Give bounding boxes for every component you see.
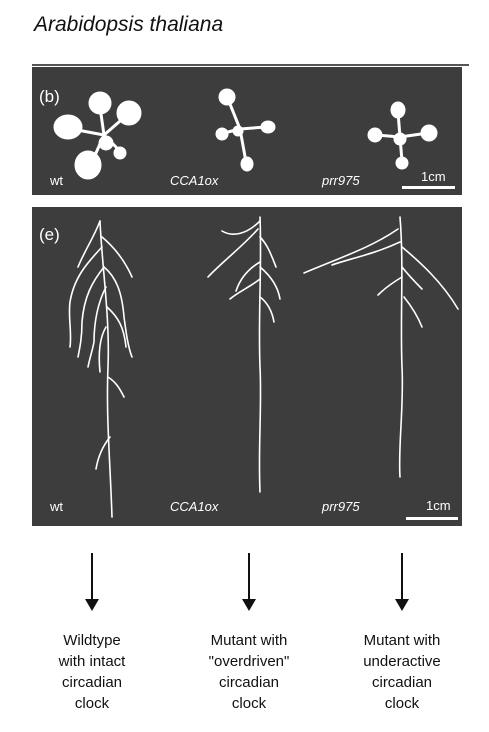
prr975-root (303, 216, 459, 478)
panel-b-scale-bar (402, 186, 455, 189)
cca1ox-rosette (215, 88, 276, 172)
panel-e-scale-label: 1cm (426, 498, 451, 513)
arrow-down-icon (85, 553, 99, 611)
panel-e-genotype-wt: wt (50, 499, 63, 514)
panel-b-scale-label: 1cm (421, 169, 446, 184)
cca1ox-root (207, 216, 281, 493)
panel-e-genotype-prr975: prr975 (322, 499, 360, 514)
caption-line: circadian (371, 674, 433, 691)
caption-line: circadian (218, 674, 280, 691)
panel-e-genotype-cca1ox: CCA1ox (170, 499, 219, 514)
divider-line (32, 64, 469, 66)
caption-wildtype: Wildtype with intact circadian clock (17, 630, 167, 714)
panel-b-genotype-wt: wt (50, 173, 63, 188)
caption-line: Wildtype (63, 632, 121, 649)
caption-line: clock (74, 695, 110, 712)
root-drawings (68, 216, 459, 518)
panel-b-genotype-prr975: prr975 (322, 173, 360, 188)
caption-line: with intact (58, 653, 126, 670)
rosette-drawings (53, 88, 438, 180)
caption-line: underactive (363, 653, 441, 670)
arrow-down-icon (242, 553, 256, 611)
panel-b-label: (b) (39, 87, 60, 106)
caption-line: Mutant with (210, 632, 288, 649)
wt-root (68, 220, 133, 518)
root-panel: (e) wt CCA1ox prr975 1cm (32, 207, 462, 526)
prr975-rosette (367, 101, 438, 170)
rosette-panel: (b) wt CCA1ox prr975 1cm (32, 67, 462, 195)
caption-line: "overdriven" (208, 653, 290, 670)
species-title: Arabidopsis thaliana (34, 13, 224, 36)
caption-line: clock (231, 695, 267, 712)
panel-b-genotype-cca1ox: CCA1ox (170, 173, 219, 188)
caption-line: Mutant with (363, 632, 441, 649)
panel-e-label: (e) (39, 225, 60, 244)
caption-underactive: Mutant with underactive circadian clock (327, 630, 477, 714)
arrow-down-icon (395, 553, 409, 611)
caption-overdriven: Mutant with "overdriven" circadian clock (174, 630, 324, 714)
wt-rosette (53, 91, 142, 180)
panel-e-scale-bar (406, 517, 458, 520)
caption-line: circadian (61, 674, 123, 691)
caption-line: clock (384, 695, 420, 712)
